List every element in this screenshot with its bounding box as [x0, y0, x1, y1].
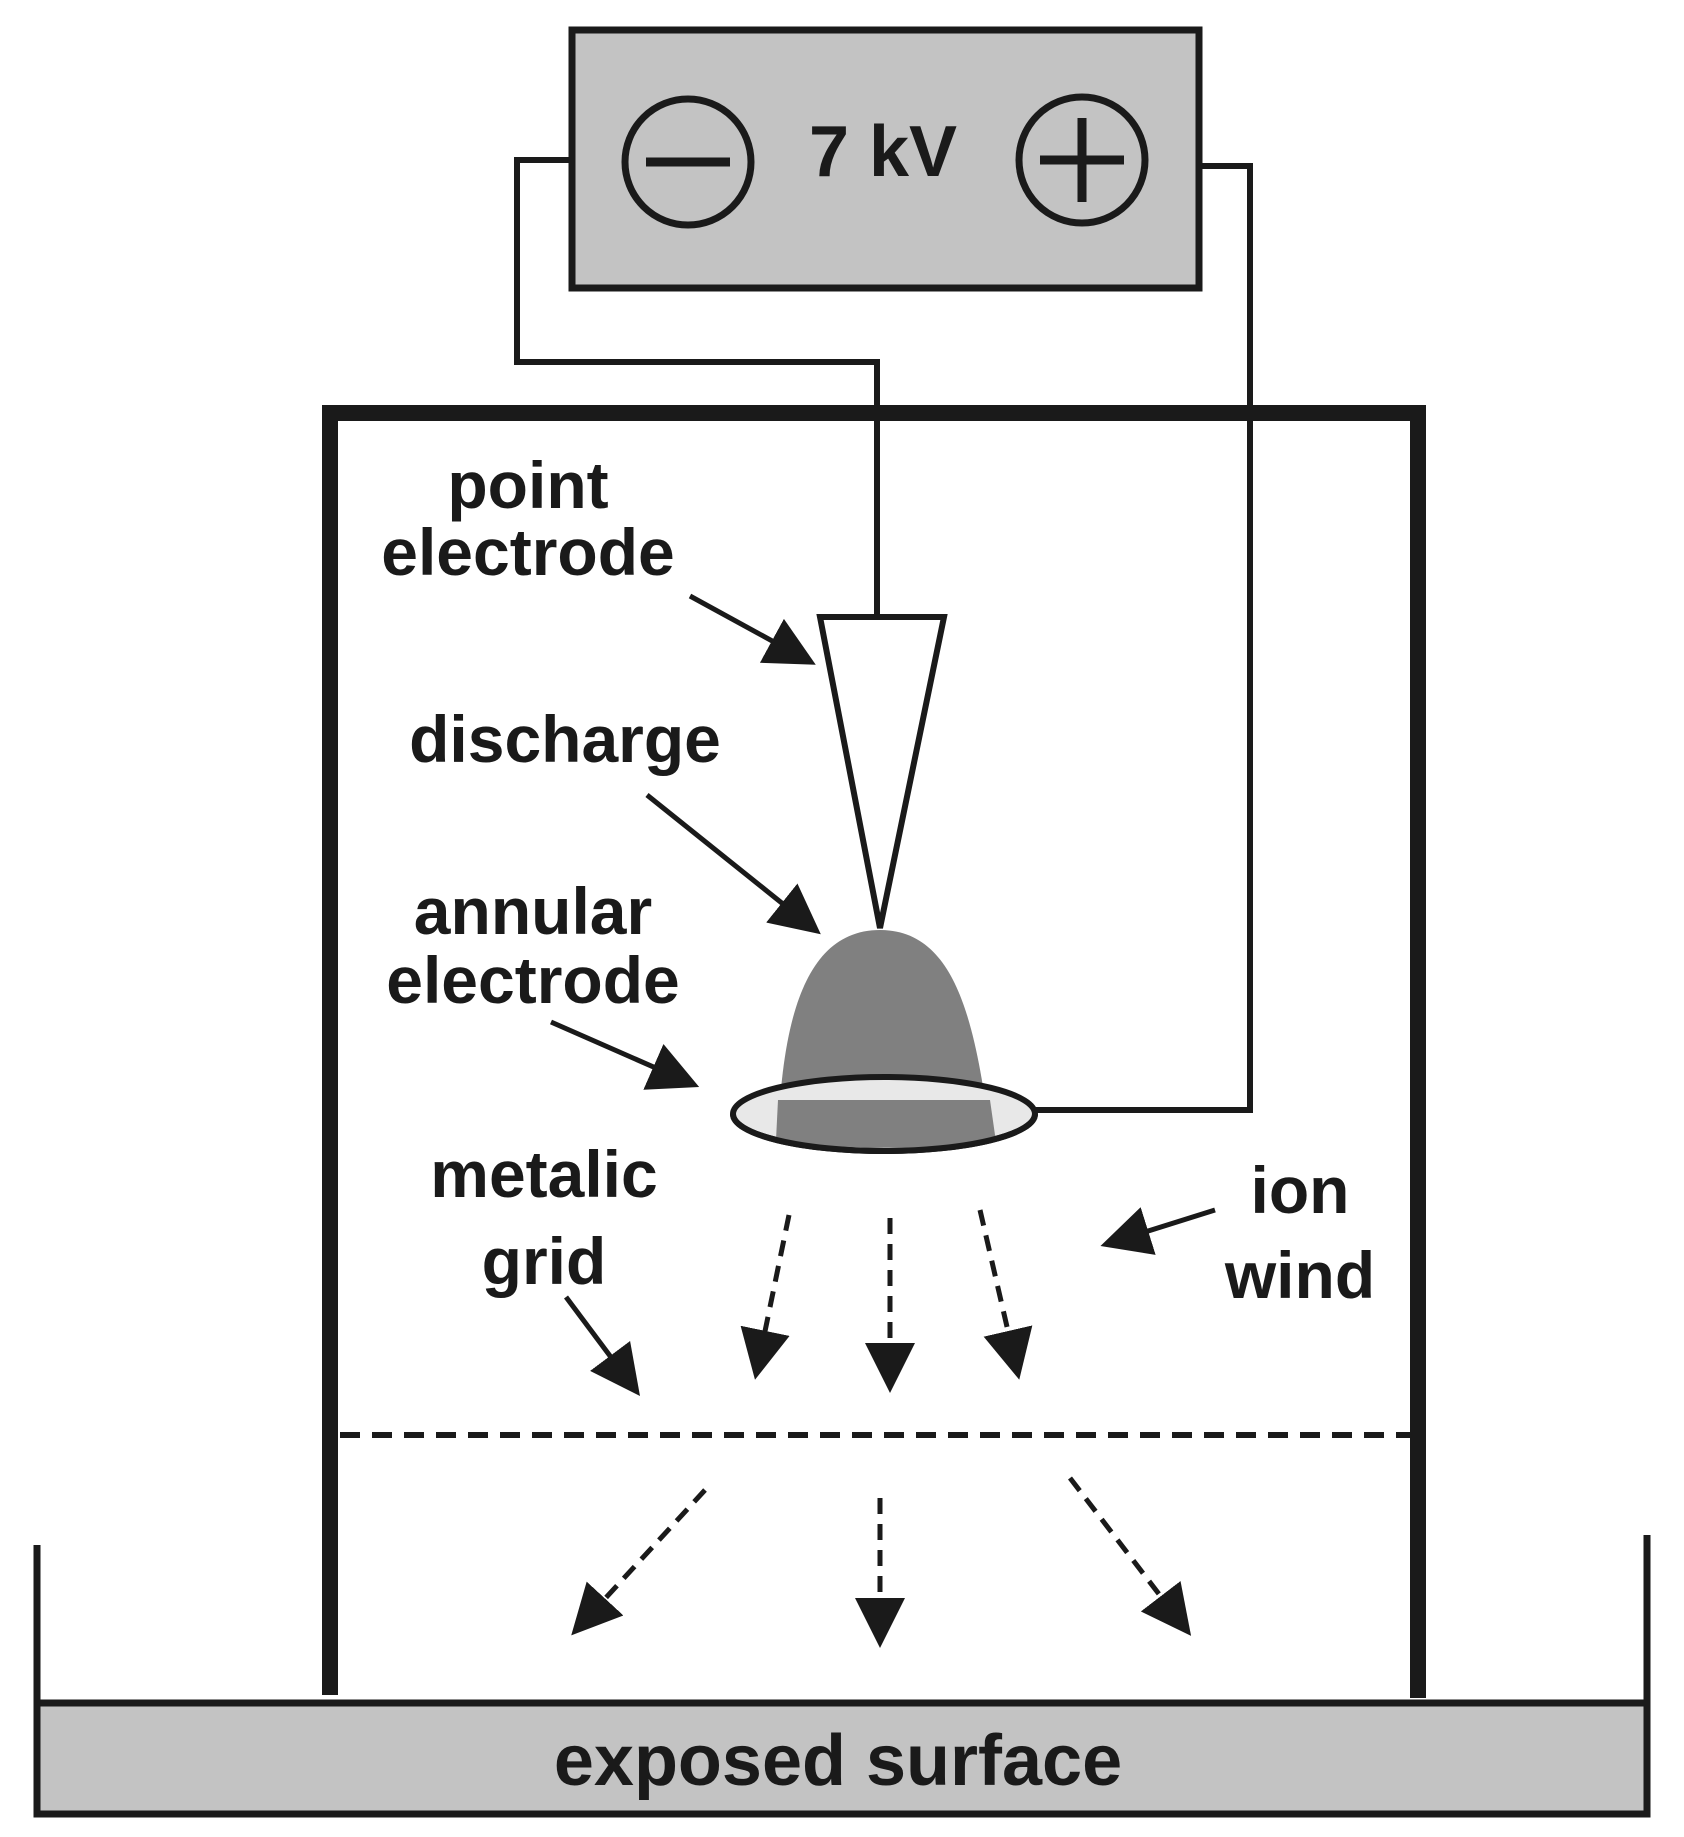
point-electrode-label-line2: electrode: [381, 515, 674, 589]
chamber-wall: [322, 405, 1426, 1698]
exposed-surface-label: exposed surface: [554, 1721, 1122, 1801]
exposed-surface: [33, 1699, 1651, 1818]
ion-wind-label-line1: ion: [1251, 1153, 1350, 1227]
surface-container-edges: [33, 1535, 1651, 1707]
ion-flow-arrow: [977, 1209, 1033, 1380]
minus-icon: [621, 95, 755, 229]
ion-wind-label-line2: wind: [1224, 1238, 1375, 1312]
discharge-label: discharge: [409, 702, 721, 776]
annular-electrode-arrow: [549, 1019, 700, 1090]
metalic-grid-label-line1: metalic: [430, 1137, 657, 1211]
plus-icon: [1015, 93, 1149, 227]
point-electrode-label-line1: point: [447, 448, 608, 522]
voltage-label: 7 kV: [809, 112, 957, 192]
ion-wind-arrow: [1100, 1207, 1216, 1255]
annular-electrode-front-rim: [730, 1113, 1038, 1154]
annular-electrode-label-line2: electrode: [386, 943, 679, 1017]
discharge-plume-lower: [776, 1100, 996, 1148]
positive-wire: [1032, 163, 1253, 1113]
point-electrode: [816, 614, 948, 929]
discharge-arrow: [645, 793, 821, 935]
ion-flow-arrow: [740, 1214, 792, 1380]
metalic-grid-label-line2: grid: [482, 1224, 607, 1298]
ion-flow-arrow: [1068, 1476, 1192, 1636]
point-electrode-arrow: [688, 593, 816, 665]
negative-wire: [514, 157, 880, 620]
metalic-grid-arrow: [563, 1295, 640, 1397]
ion-flow-arrow: [571, 1488, 707, 1636]
annular-electrode-label-line1: annular: [414, 874, 652, 948]
